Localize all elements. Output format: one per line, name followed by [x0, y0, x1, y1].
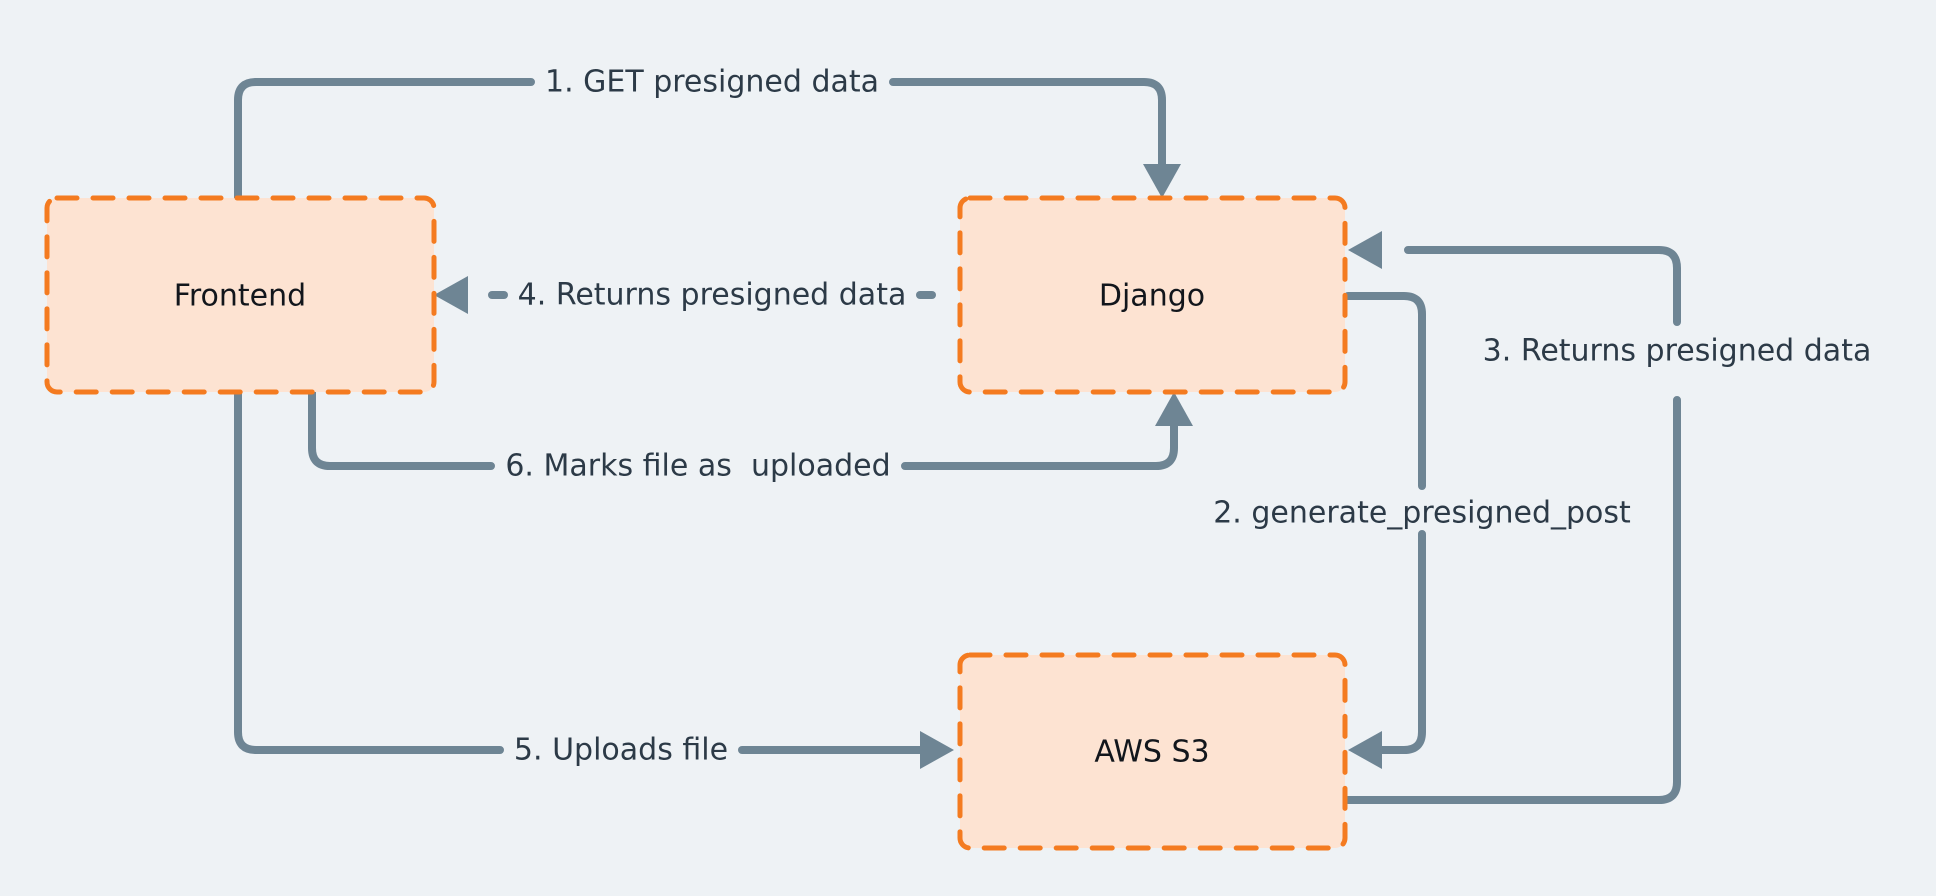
node-frontend-box[interactable] — [44, 195, 437, 395]
edge-2-path-bottom — [1376, 530, 1426, 754]
edge-4-label: 4. Returns presigned data — [518, 278, 907, 313]
node-django-box[interactable] — [957, 195, 1348, 395]
node-django[interactable]: Django — [957, 195, 1348, 395]
edge-6-arrowhead — [1155, 392, 1193, 426]
edge-2-arrowhead — [1348, 731, 1382, 769]
edge-3-path-top — [1404, 246, 1681, 326]
edge-4-arrowhead — [434, 276, 468, 314]
edge-1-path-right — [889, 78, 1166, 174]
edge-5-label: 5. Uploads file — [514, 733, 728, 768]
node-aws-s3-box[interactable] — [957, 652, 1348, 851]
edge-6-path-left — [308, 388, 495, 470]
edge-3-label: 3. Returns presigned data — [1483, 334, 1872, 369]
edge-1-arrowhead — [1143, 164, 1181, 198]
edge-2-path-top — [1344, 292, 1426, 490]
edge-5-path-left — [234, 388, 504, 754]
node-aws-s3[interactable]: AWS S3 — [957, 652, 1348, 851]
node-frontend[interactable]: Frontend — [44, 195, 437, 395]
edge-1-label: 1. GET presigned data — [545, 65, 879, 100]
edge-3-path-bottom — [1344, 396, 1681, 804]
edge-6-label: 6. Marks file as uploaded — [505, 449, 890, 484]
node-aws-s3-label: AWS S3 — [1094, 735, 1209, 770]
edge-5-arrowhead — [920, 731, 954, 769]
edge-6-path-right — [901, 420, 1178, 470]
edge-3-arrowhead — [1348, 231, 1382, 269]
edge-1-path-left — [234, 78, 535, 202]
edge-2-label: 2. generate_presigned_post — [1213, 496, 1631, 531]
node-frontend-label: Frontend — [174, 279, 306, 314]
node-django-label: Django — [1099, 279, 1205, 314]
